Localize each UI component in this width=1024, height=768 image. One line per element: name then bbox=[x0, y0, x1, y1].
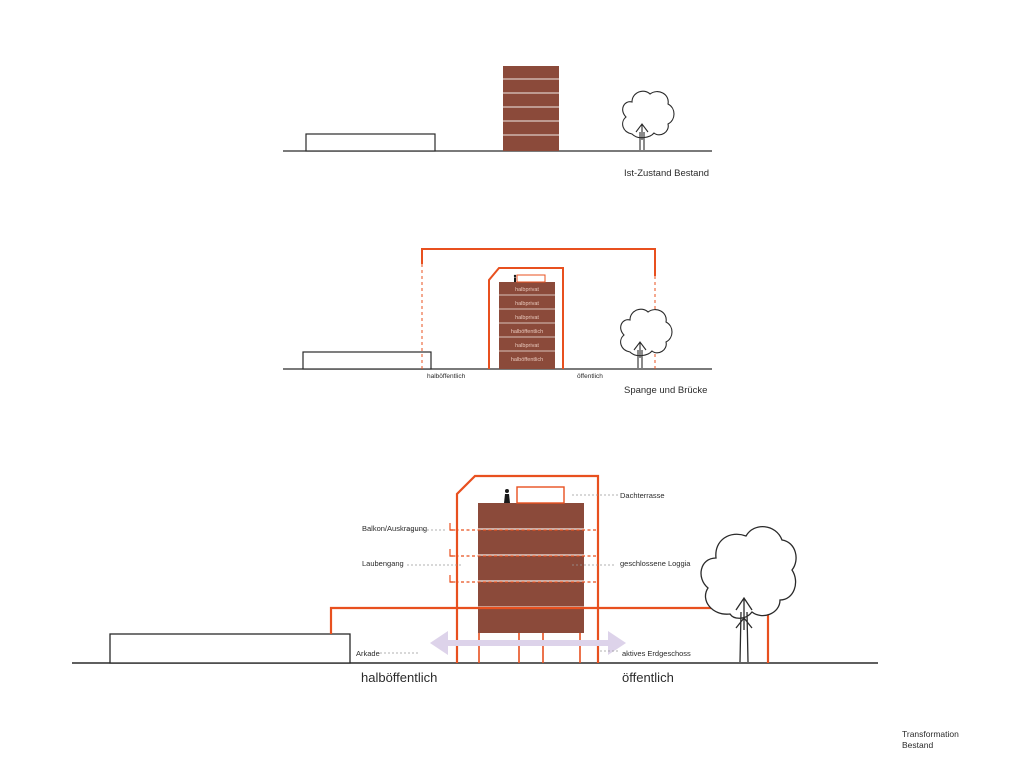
roof-terrace bbox=[516, 486, 565, 504]
caption-transformation-line1: Transformation bbox=[902, 729, 959, 739]
caption-spange: Spange und Brücke bbox=[624, 385, 707, 396]
ground-label-oeffentlich: öffentlich bbox=[577, 373, 603, 380]
floor-label: halbprivat bbox=[515, 315, 539, 321]
floor-label: halbprivat bbox=[515, 287, 539, 293]
low-building bbox=[305, 133, 436, 152]
label-laubengang: Laubengang bbox=[362, 559, 404, 568]
tower-existing bbox=[503, 66, 559, 151]
panel-ist-zustand: Ist-Zustand Bestand bbox=[283, 66, 712, 179]
tower bbox=[478, 503, 584, 633]
label-erdgeschoss: aktives Erdgeschoss bbox=[622, 649, 691, 658]
tower-floor-lines bbox=[503, 78, 559, 136]
caption-ist-zustand: Ist-Zustand Bestand bbox=[624, 168, 709, 179]
tower-envelope bbox=[455, 474, 600, 663]
double-arrow bbox=[430, 631, 626, 655]
tree-icon bbox=[620, 308, 673, 368]
tree-icon bbox=[622, 90, 675, 150]
floor-label: halböffentlich bbox=[511, 357, 543, 363]
label-balkon: Balkon/Auskragung bbox=[362, 524, 427, 533]
bridge-frame bbox=[329, 606, 770, 663]
label-arkade: Arkade bbox=[356, 649, 380, 658]
tree-icon bbox=[700, 526, 797, 663]
tower-envelope bbox=[488, 267, 564, 369]
floor-label: halbprivat bbox=[515, 301, 539, 307]
person-icon bbox=[513, 274, 517, 282]
zone-label-oeffentlich: öffentlich bbox=[622, 670, 674, 685]
bridge-frame bbox=[421, 248, 656, 276]
zone-label-halboeffentlich: halböffentlich bbox=[361, 670, 437, 685]
label-dachterrasse: Dachterrasse bbox=[620, 491, 665, 500]
balcony-dashes bbox=[450, 529, 598, 583]
balcony-brackets bbox=[449, 523, 455, 583]
low-building bbox=[302, 351, 432, 370]
arcade-columns bbox=[478, 633, 581, 663]
panel-spange: halbprivat halbprivat halbprivat halböff… bbox=[283, 248, 712, 396]
panel-transformation: Dachterrasse Balkon/Auskragung Laubengan… bbox=[72, 474, 878, 685]
floor-label: halböffentlich bbox=[511, 329, 543, 335]
tower bbox=[499, 282, 555, 369]
caption-transformation-line2: Bestand bbox=[902, 740, 933, 750]
person-icon bbox=[504, 489, 510, 503]
tower-floor-lines bbox=[499, 294, 555, 352]
roof-terrace bbox=[516, 274, 546, 283]
ground-label-halboeffentlich: halböffentlich bbox=[427, 373, 466, 380]
label-loggia: geschlossene Loggia bbox=[620, 559, 691, 568]
low-building bbox=[109, 633, 351, 664]
annotation-leaders bbox=[380, 494, 620, 654]
floor-label: halbprivat bbox=[515, 343, 539, 349]
